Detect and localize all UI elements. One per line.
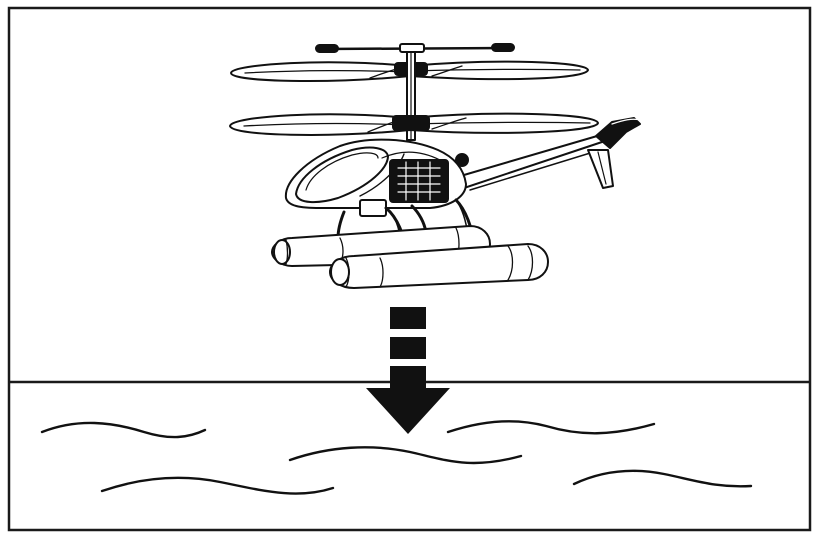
water-wave-icon <box>40 421 207 439</box>
arrow-shaft <box>390 366 426 390</box>
flybar <box>315 43 515 53</box>
water-wave-icon <box>572 469 753 488</box>
tail-boom <box>439 117 641 195</box>
pontoon-float-front <box>329 243 549 289</box>
water-waves <box>40 420 753 495</box>
arrow-head <box>366 388 450 434</box>
down-arrow-icon <box>366 307 450 434</box>
arrow-dash-2 <box>390 337 426 359</box>
water-wave-icon <box>446 420 656 435</box>
helicopter-icon <box>229 43 641 289</box>
lower-rotor <box>229 112 599 136</box>
helicopter-fuselage <box>284 138 469 217</box>
water-wave-icon <box>288 446 523 465</box>
arrow-dash-1 <box>390 307 426 329</box>
water-wave-icon <box>100 476 335 495</box>
diagram-frame <box>7 6 812 532</box>
